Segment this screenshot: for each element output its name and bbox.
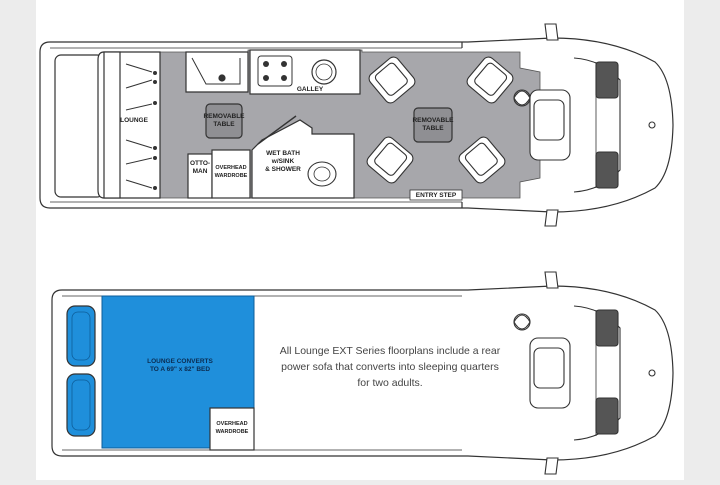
bottom-van-cab xyxy=(513,271,656,475)
removable-table-rear-shape xyxy=(205,103,243,139)
top-van xyxy=(39,23,674,227)
wet-bath-label: WET BATH w/SINK & SHOWER xyxy=(265,150,301,173)
lounge-label: LOUNGE xyxy=(120,117,148,124)
entry-step-shape xyxy=(409,189,463,201)
top-van-cab xyxy=(513,23,656,227)
captain-chairs xyxy=(366,56,514,184)
galley-label: GALLEY xyxy=(296,86,324,93)
ottoman-label: OTTO- MAN xyxy=(189,160,211,175)
removable-table-front-label: REMOVABLE TABLE xyxy=(412,117,454,132)
rear-seat-pad-left xyxy=(66,305,96,367)
overhead-wardrobe-bottom-shape xyxy=(209,407,255,451)
entry-step-label: ENTRY STEP xyxy=(415,192,457,199)
overhead-wardrobe-top-shape xyxy=(211,149,251,199)
overhead-wardrobe-bottom-label: OVERHEAD WARDROBE xyxy=(215,421,249,435)
lounge-converts-label: LOUNGE CONVERTS TO A 69" x 82" BED xyxy=(147,358,213,373)
overhead-wardrobe-top-label: OVERHEAD WARDROBE xyxy=(214,165,248,179)
rear-seat-pad-right xyxy=(66,373,96,437)
bottom-van xyxy=(51,271,674,475)
ottoman-shape xyxy=(187,153,213,199)
floorplan-note: All Lounge EXT Series floorplans include… xyxy=(279,345,501,389)
removable-table-front-shape xyxy=(413,107,453,143)
removable-table-rear-label: REMOVABLE TABLE xyxy=(203,113,245,128)
